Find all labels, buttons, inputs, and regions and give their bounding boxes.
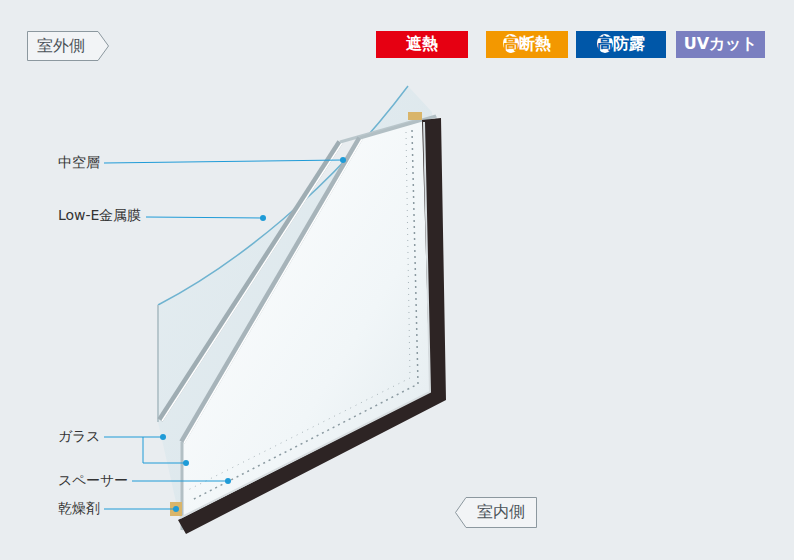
leader-dot xyxy=(160,434,166,440)
leader-dot xyxy=(225,478,231,484)
seal-line xyxy=(192,130,418,500)
feature-badge: UVカット xyxy=(676,31,765,58)
part-label: 中空層 xyxy=(58,154,100,172)
leader-line xyxy=(143,437,186,463)
tag-text: 室内側 xyxy=(477,502,525,523)
spacer xyxy=(178,118,446,534)
inner-glass-edge xyxy=(184,139,362,443)
feature-badge: 遮熱 xyxy=(376,31,468,58)
leader-line xyxy=(104,160,343,163)
part-label: Low-E金属膜 xyxy=(58,207,141,225)
badge-text: 高断熱 xyxy=(503,34,551,55)
leader-line xyxy=(104,437,163,438)
inner-glass-edge xyxy=(182,138,360,442)
leader-dot xyxy=(260,215,266,221)
feature-badge: 高防露 xyxy=(576,31,666,58)
badge-text: 遮熱 xyxy=(406,34,438,55)
badge-text: UVカット xyxy=(684,34,757,55)
part-label: スペーサー xyxy=(58,472,128,490)
outer-glass-edge xyxy=(157,305,159,422)
badge-text: 高防露 xyxy=(597,34,645,55)
spacer-edge xyxy=(180,122,430,518)
outdoor-side-tag: 室外側 xyxy=(27,31,109,61)
leader-line xyxy=(104,509,176,510)
indoor-side-tag: 室内側 xyxy=(455,497,537,528)
part-label: 乾燥剤 xyxy=(58,500,100,518)
leader-dot xyxy=(173,506,179,512)
tag-text: 室外側 xyxy=(37,36,85,57)
leader-line xyxy=(132,481,228,482)
tag-outline xyxy=(28,32,109,61)
leader-line xyxy=(146,217,263,218)
desiccant xyxy=(408,112,422,120)
leader-dot xyxy=(340,157,346,163)
feature-badge: 高断熱 xyxy=(486,31,568,58)
seal-line xyxy=(188,132,410,490)
part-label: ガラス xyxy=(58,428,100,446)
leader-dot xyxy=(183,460,189,466)
tag-outline xyxy=(456,498,537,528)
